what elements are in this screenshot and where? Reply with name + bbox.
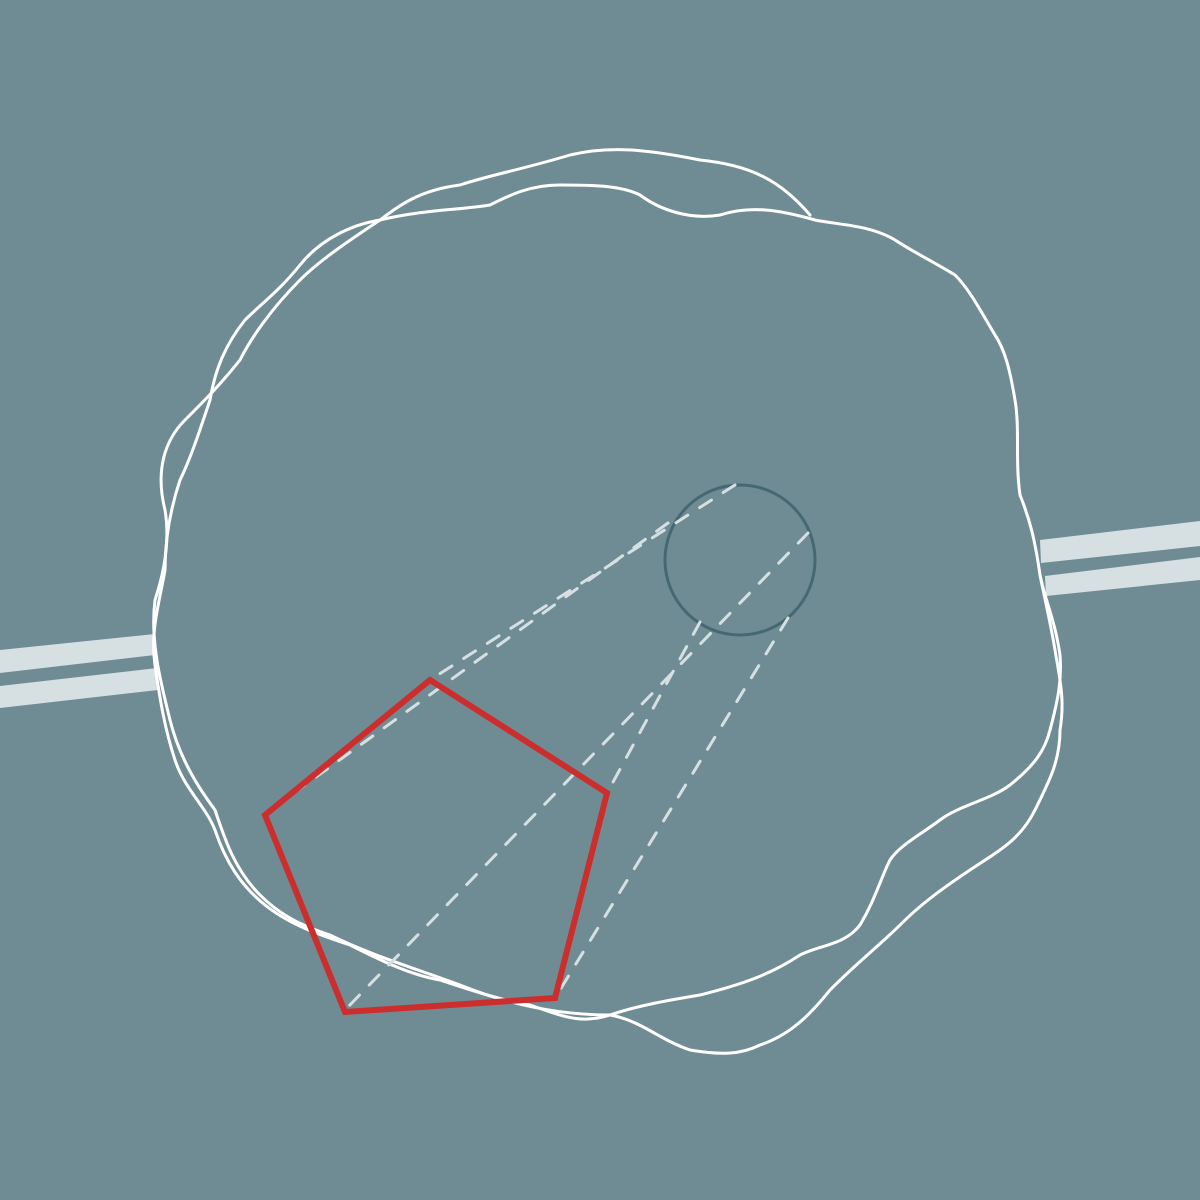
road-stripe-right-bottom [1045, 557, 1200, 596]
road-stripe-left-bottom [0, 668, 158, 708]
projection-line-3 [343, 531, 810, 1012]
blob-outline-back [152, 148, 1064, 1055]
projection-line-4 [604, 620, 702, 797]
road-stripe-left-top [0, 634, 155, 673]
projection-line-2 [296, 521, 670, 792]
projection-line-1 [428, 483, 737, 682]
blob-outline-front [152, 183, 1062, 1021]
small-circle [663, 483, 817, 637]
road-stripes [0, 521, 1200, 708]
blob-outlines [152, 148, 1064, 1055]
red-pentagon [261, 676, 611, 1016]
projection-lines [296, 483, 810, 1012]
road-stripe-right-top [1040, 521, 1200, 563]
projection-line-5 [553, 616, 790, 1000]
